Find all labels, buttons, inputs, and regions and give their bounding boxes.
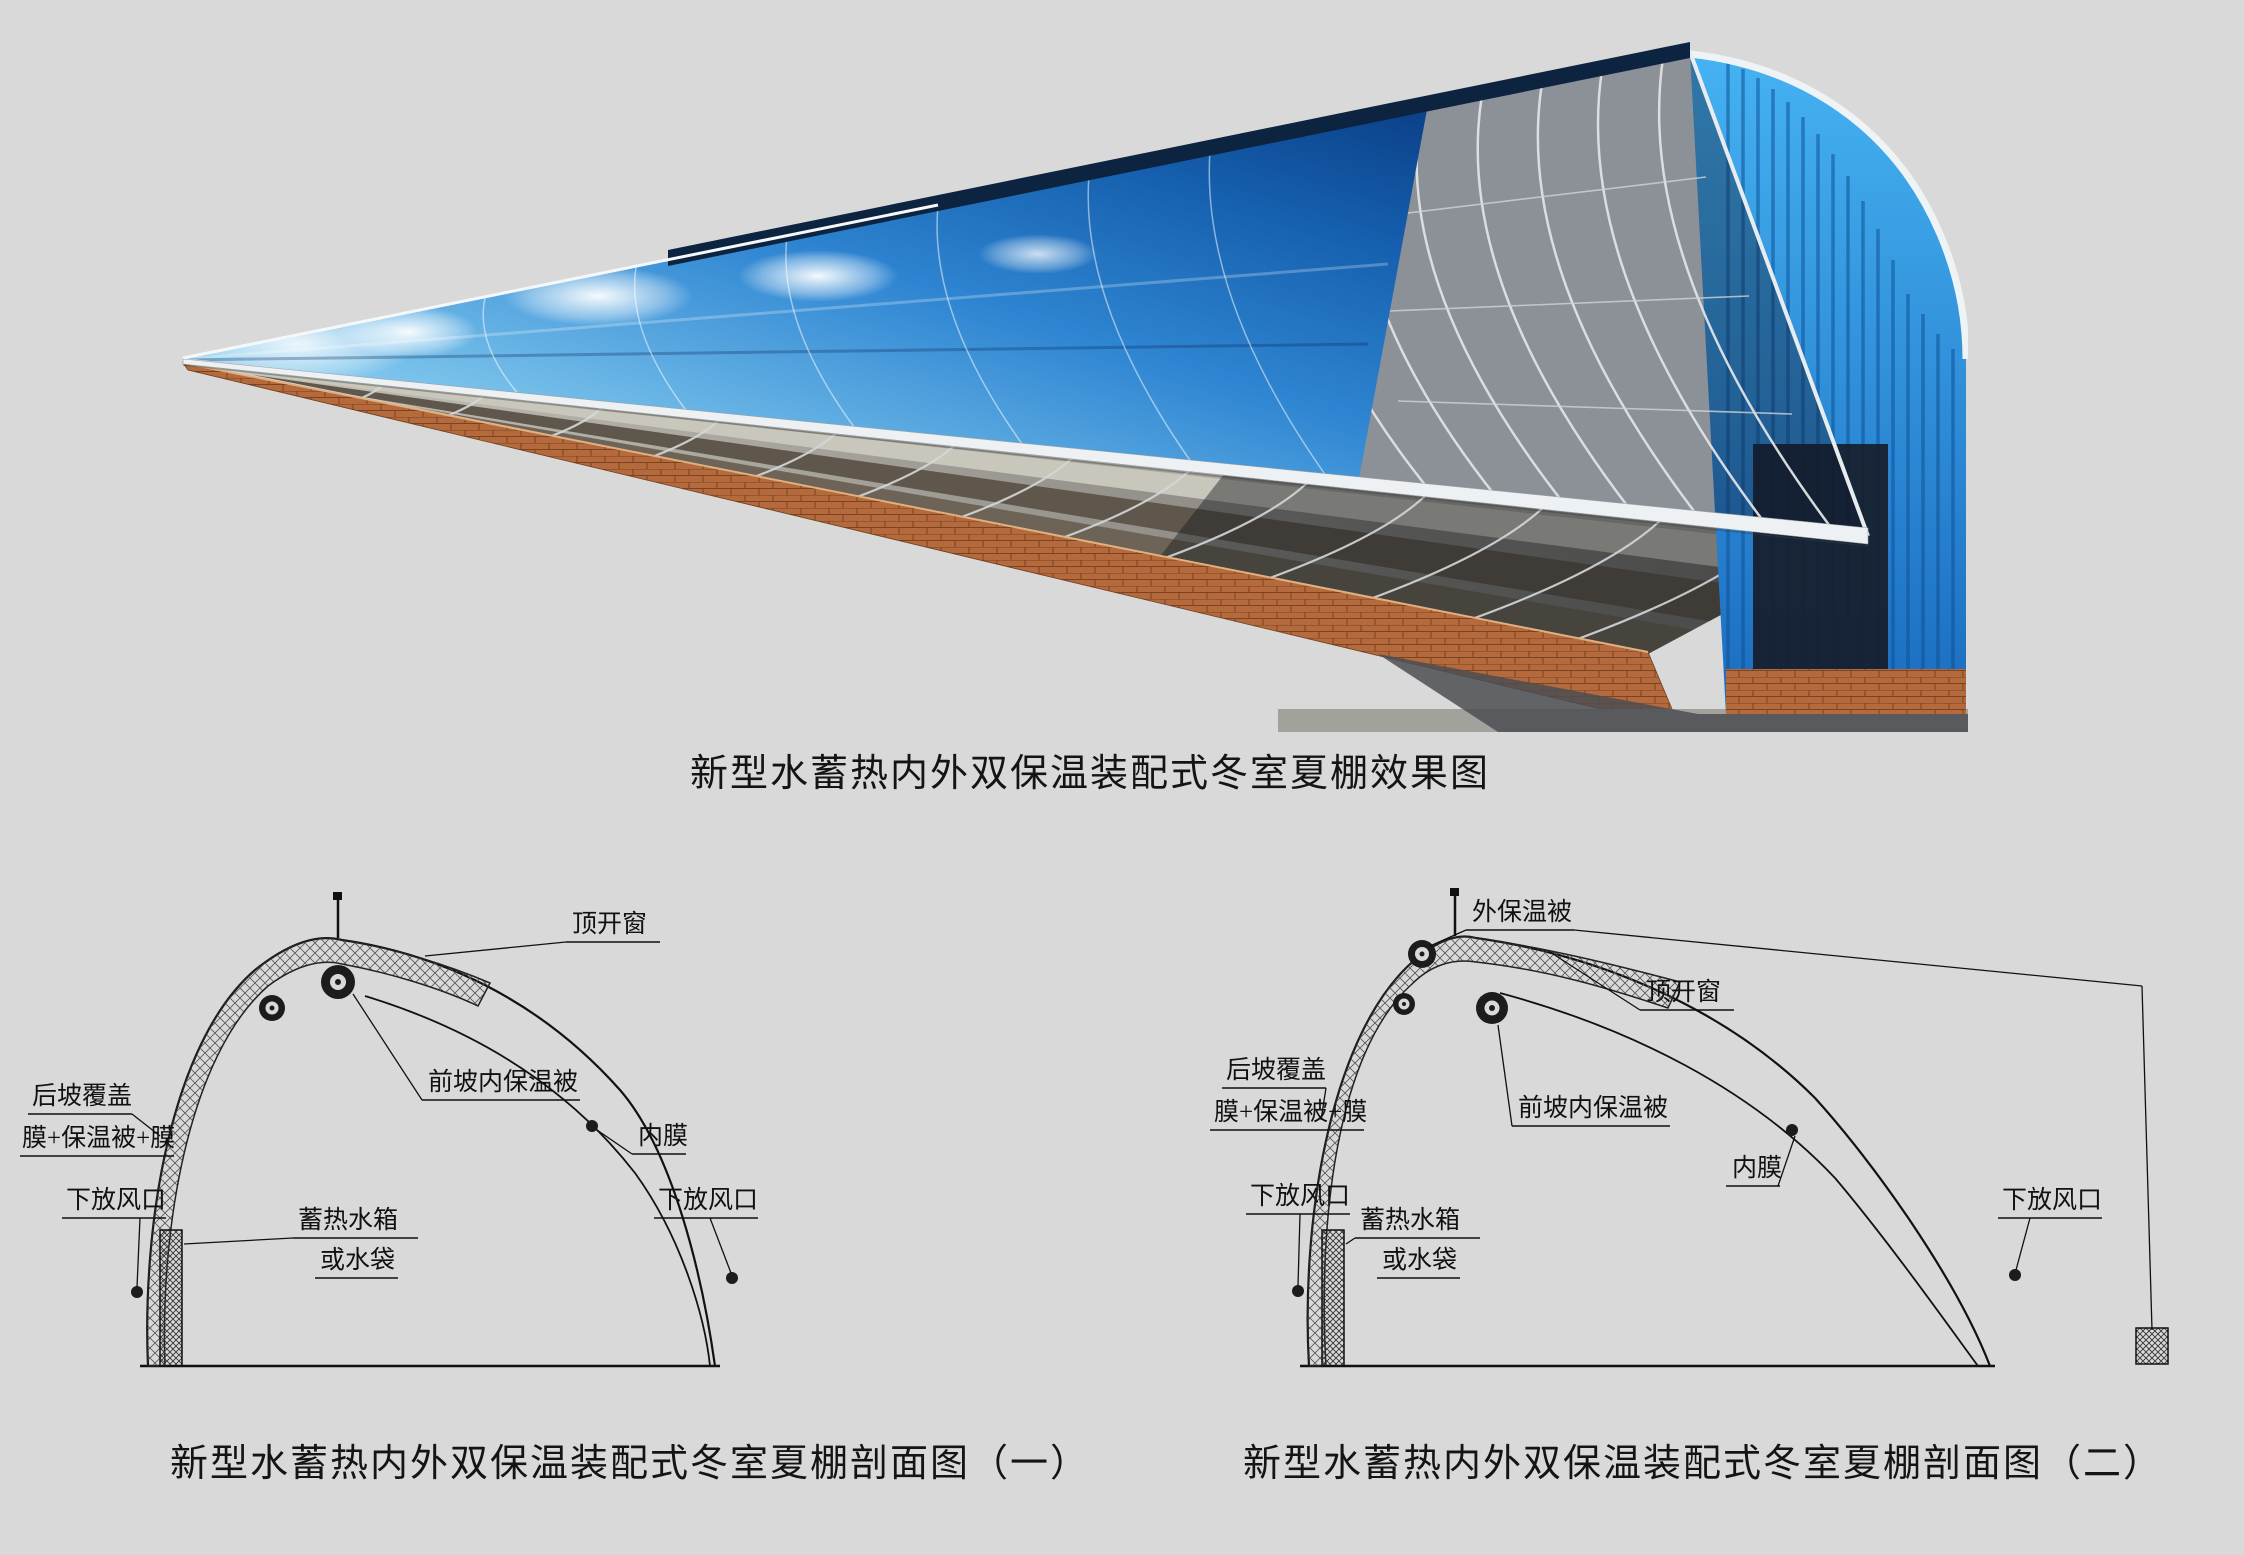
left-vent-node	[131, 1286, 143, 1298]
svg-text:下放风口: 下放风口	[66, 1186, 166, 1214]
label-lower-vent-left: 下放风口	[1246, 1182, 1350, 1287]
label-lower-vent-right: 下放风口	[1998, 1186, 2102, 1271]
label-front-quilt: 前坡内保温被	[1497, 1024, 1670, 1127]
inner-film-line	[1499, 992, 1979, 1367]
svg-text:蓄热水箱: 蓄热水箱	[1360, 1206, 1460, 1234]
svg-text:下放风口: 下放风口	[2002, 1186, 2102, 1214]
label-inner-film: 内膜	[1726, 1135, 1796, 1187]
svg-text:内膜: 内膜	[638, 1122, 688, 1150]
section-diagram-1: 顶开窗 后坡覆盖 膜+保温被+膜 前坡内保温被 内膜 下放风口 蓄热水箱	[20, 892, 758, 1368]
svg-text:前坡内保温被: 前坡内保温被	[428, 1068, 578, 1096]
svg-text:外保温被: 外保温被	[1472, 898, 1572, 926]
outer-quilt-roller	[1408, 940, 1436, 968]
water-tank-column	[1321, 1229, 1345, 1367]
svg-text:内膜: 内膜	[1732, 1154, 1782, 1182]
end-wall-doorway	[1753, 444, 1888, 674]
label-water-tank: 蓄热水箱 或水袋	[1345, 1206, 1480, 1279]
svg-text:或水袋: 或水袋	[320, 1246, 395, 1274]
truss-lattice	[1306, 935, 1682, 1367]
label-top-vent: 顶开窗	[1549, 951, 1734, 1011]
truss-lattice	[146, 937, 492, 1367]
right-vent-node	[726, 1272, 738, 1284]
inner-film-node	[1786, 1124, 1798, 1136]
ridge-tube	[182, 203, 939, 360]
label-inner-film: 内膜	[596, 1122, 688, 1155]
ground	[1278, 654, 1968, 732]
svg-text:顶开窗: 顶开窗	[1646, 978, 1721, 1006]
film-rib-lines	[482, 149, 1330, 481]
right-vent-node	[2009, 1269, 2021, 1281]
svg-text:顶开窗: 顶开窗	[572, 910, 647, 938]
svg-text:蓄热水箱: 蓄热水箱	[298, 1206, 398, 1234]
render-caption: 新型水蓄热内外双保温装配式冬室夏棚效果图	[689, 753, 1490, 795]
inner-film-line	[364, 995, 711, 1367]
water-tank-column	[159, 1229, 183, 1367]
svg-text:前坡内保温被: 前坡内保温被	[1518, 1094, 1668, 1122]
apex-pole	[1450, 888, 1459, 936]
roof-skeleton	[1294, 51, 1870, 537]
inner-film-node	[586, 1120, 598, 1132]
label-lower-vent-right: 下放风口	[654, 1186, 758, 1274]
section-diagram-2: 外保温被 顶开窗 后坡覆盖 膜+保温被+膜 前坡内保温被 内膜 下放风口	[1210, 888, 2169, 1368]
eave-tube	[182, 358, 1869, 547]
svg-text:膜+保温被+膜: 膜+保温被+膜	[22, 1124, 175, 1152]
svg-text:下放风口: 下放风口	[658, 1186, 758, 1214]
label-top-vent: 顶开窗	[424, 910, 660, 957]
left-vent-node	[1292, 1285, 1304, 1297]
label-rear-cover: 后坡覆盖 膜+保温被+膜	[20, 1082, 175, 1157]
label-front-quilt: 前坡内保温被	[352, 993, 580, 1101]
diagram2-caption: 新型水蓄热内外双保温装配式冬室夏棚剖面图（二）	[1242, 1443, 2163, 1485]
label-lower-vent-left: 下放风口	[62, 1186, 166, 1288]
end-wall-arch-trim	[1689, 50, 1968, 360]
front-quilt-roller	[321, 965, 355, 999]
front-quilt-roller	[1476, 992, 1508, 1024]
svg-text:或水袋: 或水袋	[1382, 1246, 1457, 1274]
rear-quilt-roller	[259, 995, 285, 1021]
diagram1-caption: 新型水蓄热内外双保温装配式冬室夏棚剖面图（一）	[169, 1443, 1090, 1485]
svg-text:后坡覆盖: 后坡覆盖	[32, 1082, 132, 1110]
end-wall	[1689, 50, 1968, 714]
svg-text:下放风口: 下放风口	[1250, 1182, 1350, 1210]
ground-quilt-roll	[2135, 1327, 2169, 1365]
label-outer-quilt: 外保温被	[1429, 898, 1574, 947]
apex-pole	[333, 892, 342, 938]
rear-slope-edge	[668, 42, 1690, 266]
rear-quilt-roller	[1393, 993, 1415, 1015]
end-wall-brick-base	[1726, 669, 1966, 714]
svg-text:后坡覆盖: 后坡覆盖	[1226, 1056, 1326, 1084]
svg-text:膜+保温被+膜: 膜+保温被+膜	[1214, 1098, 1367, 1126]
outer-quilt-track	[1573, 929, 2169, 1365]
greenhouse-render	[182, 42, 1968, 732]
label-water-tank: 蓄热水箱 或水袋	[183, 1206, 418, 1279]
label-rear-cover: 后坡覆盖 膜+保温被+膜	[1210, 1056, 1367, 1131]
